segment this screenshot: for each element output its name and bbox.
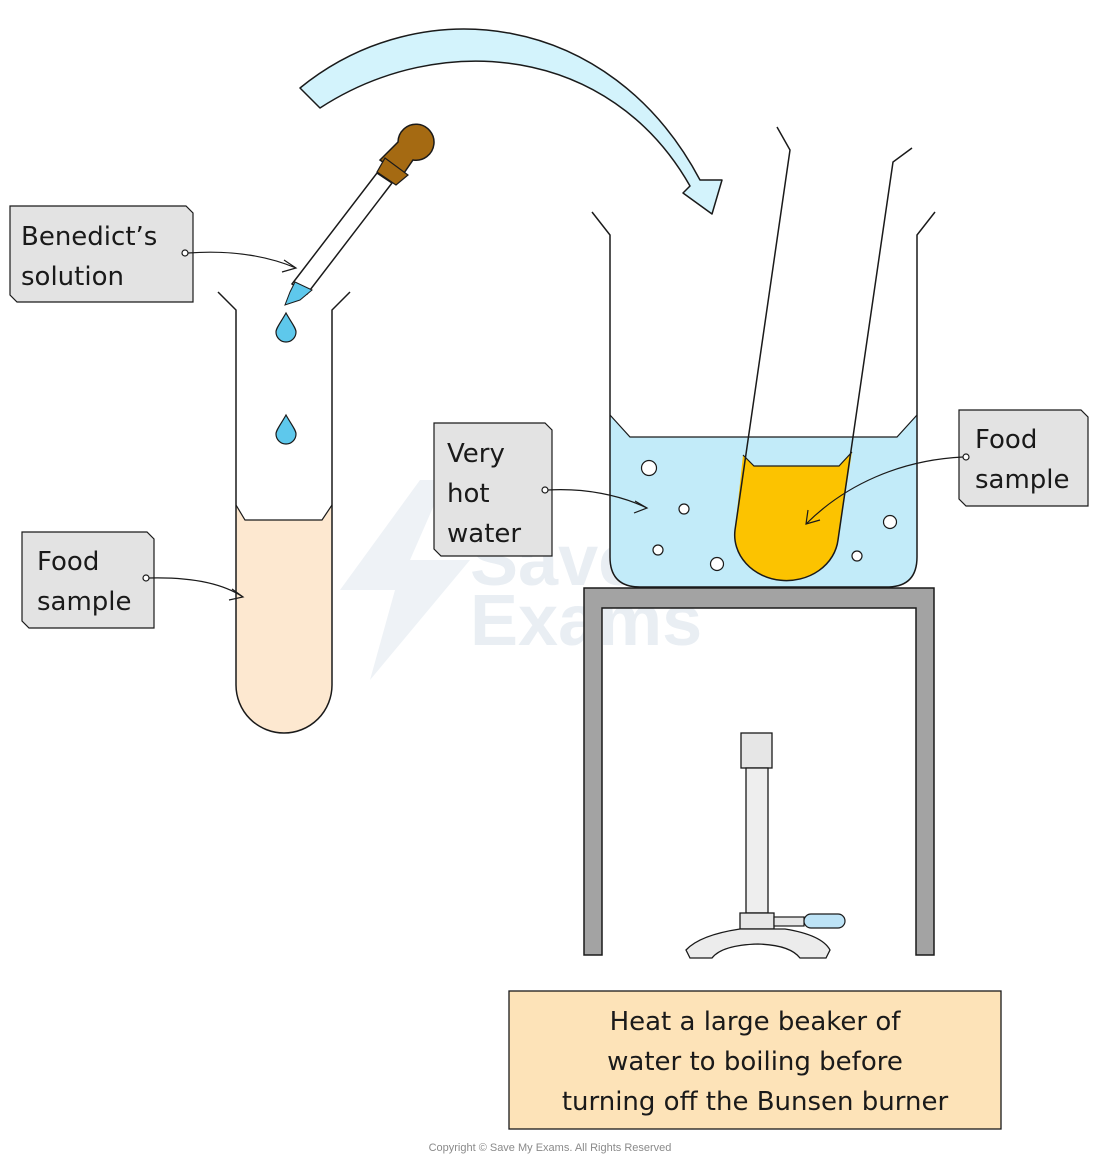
watermark-bolt-icon <box>340 480 470 680</box>
bubbles <box>640 459 898 572</box>
benedicts-label-line1: Benedict’s <box>21 222 157 252</box>
right-tube-outline <box>733 126 913 582</box>
caption-line2: water to boiling before <box>607 1047 903 1077</box>
right-food-sample <box>734 452 852 581</box>
caption-line3: turning off the Bunsen burner <box>562 1087 949 1117</box>
left-test-tube <box>217 291 351 734</box>
food-right-label-line1: Food <box>975 425 1037 455</box>
food-right-label-line2: sample <box>975 465 1070 495</box>
caption-box: Heat a large beaker of water to boiling … <box>508 990 1002 1130</box>
tripod-stand <box>583 587 935 956</box>
copyright-notice: Copyright © Save My Exams. All Rights Re… <box>429 1142 672 1154</box>
gas-inlet <box>803 913 846 929</box>
label-benedicts-solution: Benedict’s solution <box>9 205 298 303</box>
water-label-line3: water <box>447 519 521 549</box>
water-label-line2: hot <box>447 479 490 509</box>
benedicts-drop-2 <box>275 413 297 445</box>
right-test-tube <box>733 126 913 582</box>
transfer-arrow <box>299 28 723 215</box>
label-very-hot-water: Very hot water <box>433 422 649 557</box>
benedicts-drop-1 <box>275 311 297 343</box>
burner-base <box>685 928 831 959</box>
benedicts-label-line2: solution <box>21 262 124 292</box>
bunsen-burner <box>685 732 846 959</box>
label-food-sample-left: Food sample <box>21 531 245 629</box>
dropper-liquid <box>284 281 313 306</box>
dropper <box>284 123 435 306</box>
beaker-outline <box>591 211 936 588</box>
water-label-line1: Very <box>447 439 505 469</box>
caption-line1: Heat a large beaker of <box>610 1007 902 1037</box>
food-left-label-line2: sample <box>37 587 132 617</box>
left-tube-outline <box>217 291 351 734</box>
food-left-label-line1: Food <box>37 547 99 577</box>
dropper-bulb <box>378 123 435 178</box>
dropper-glass <box>290 171 394 296</box>
left-food-sample <box>236 505 332 733</box>
label-food-sample-right: Food sample <box>805 409 1089 525</box>
